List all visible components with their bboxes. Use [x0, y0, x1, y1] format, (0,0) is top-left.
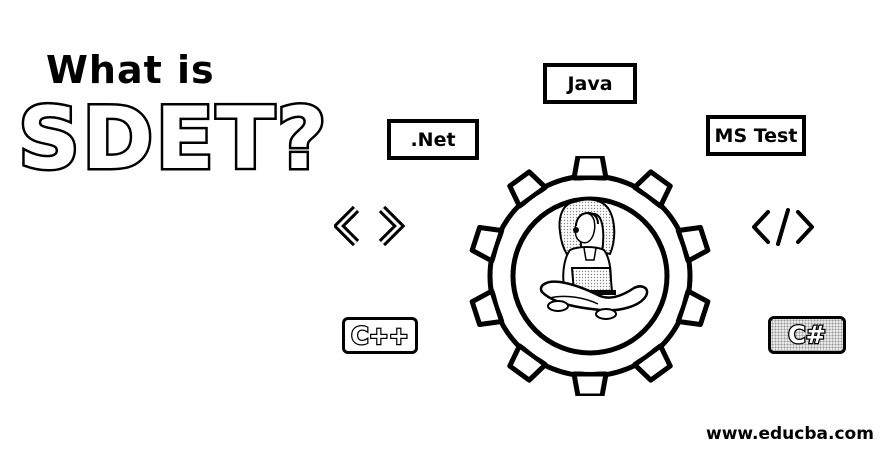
footer-url: www.educba.com [706, 424, 874, 444]
badge-csharp: C# [768, 316, 846, 354]
code-slash-icon [752, 208, 814, 246]
tag-ms-test: MS Test [706, 115, 806, 156]
tag-java: Java [543, 63, 637, 104]
heading-sdet: SDET? [16, 89, 330, 189]
badge-cpp: C++ [342, 317, 418, 354]
gear-icon [469, 156, 711, 396]
heading-what-is: What is [46, 48, 215, 92]
tag-net: .Net [387, 119, 479, 160]
angle-brackets-icon [334, 206, 406, 246]
person-with-laptop-icon [539, 198, 649, 320]
